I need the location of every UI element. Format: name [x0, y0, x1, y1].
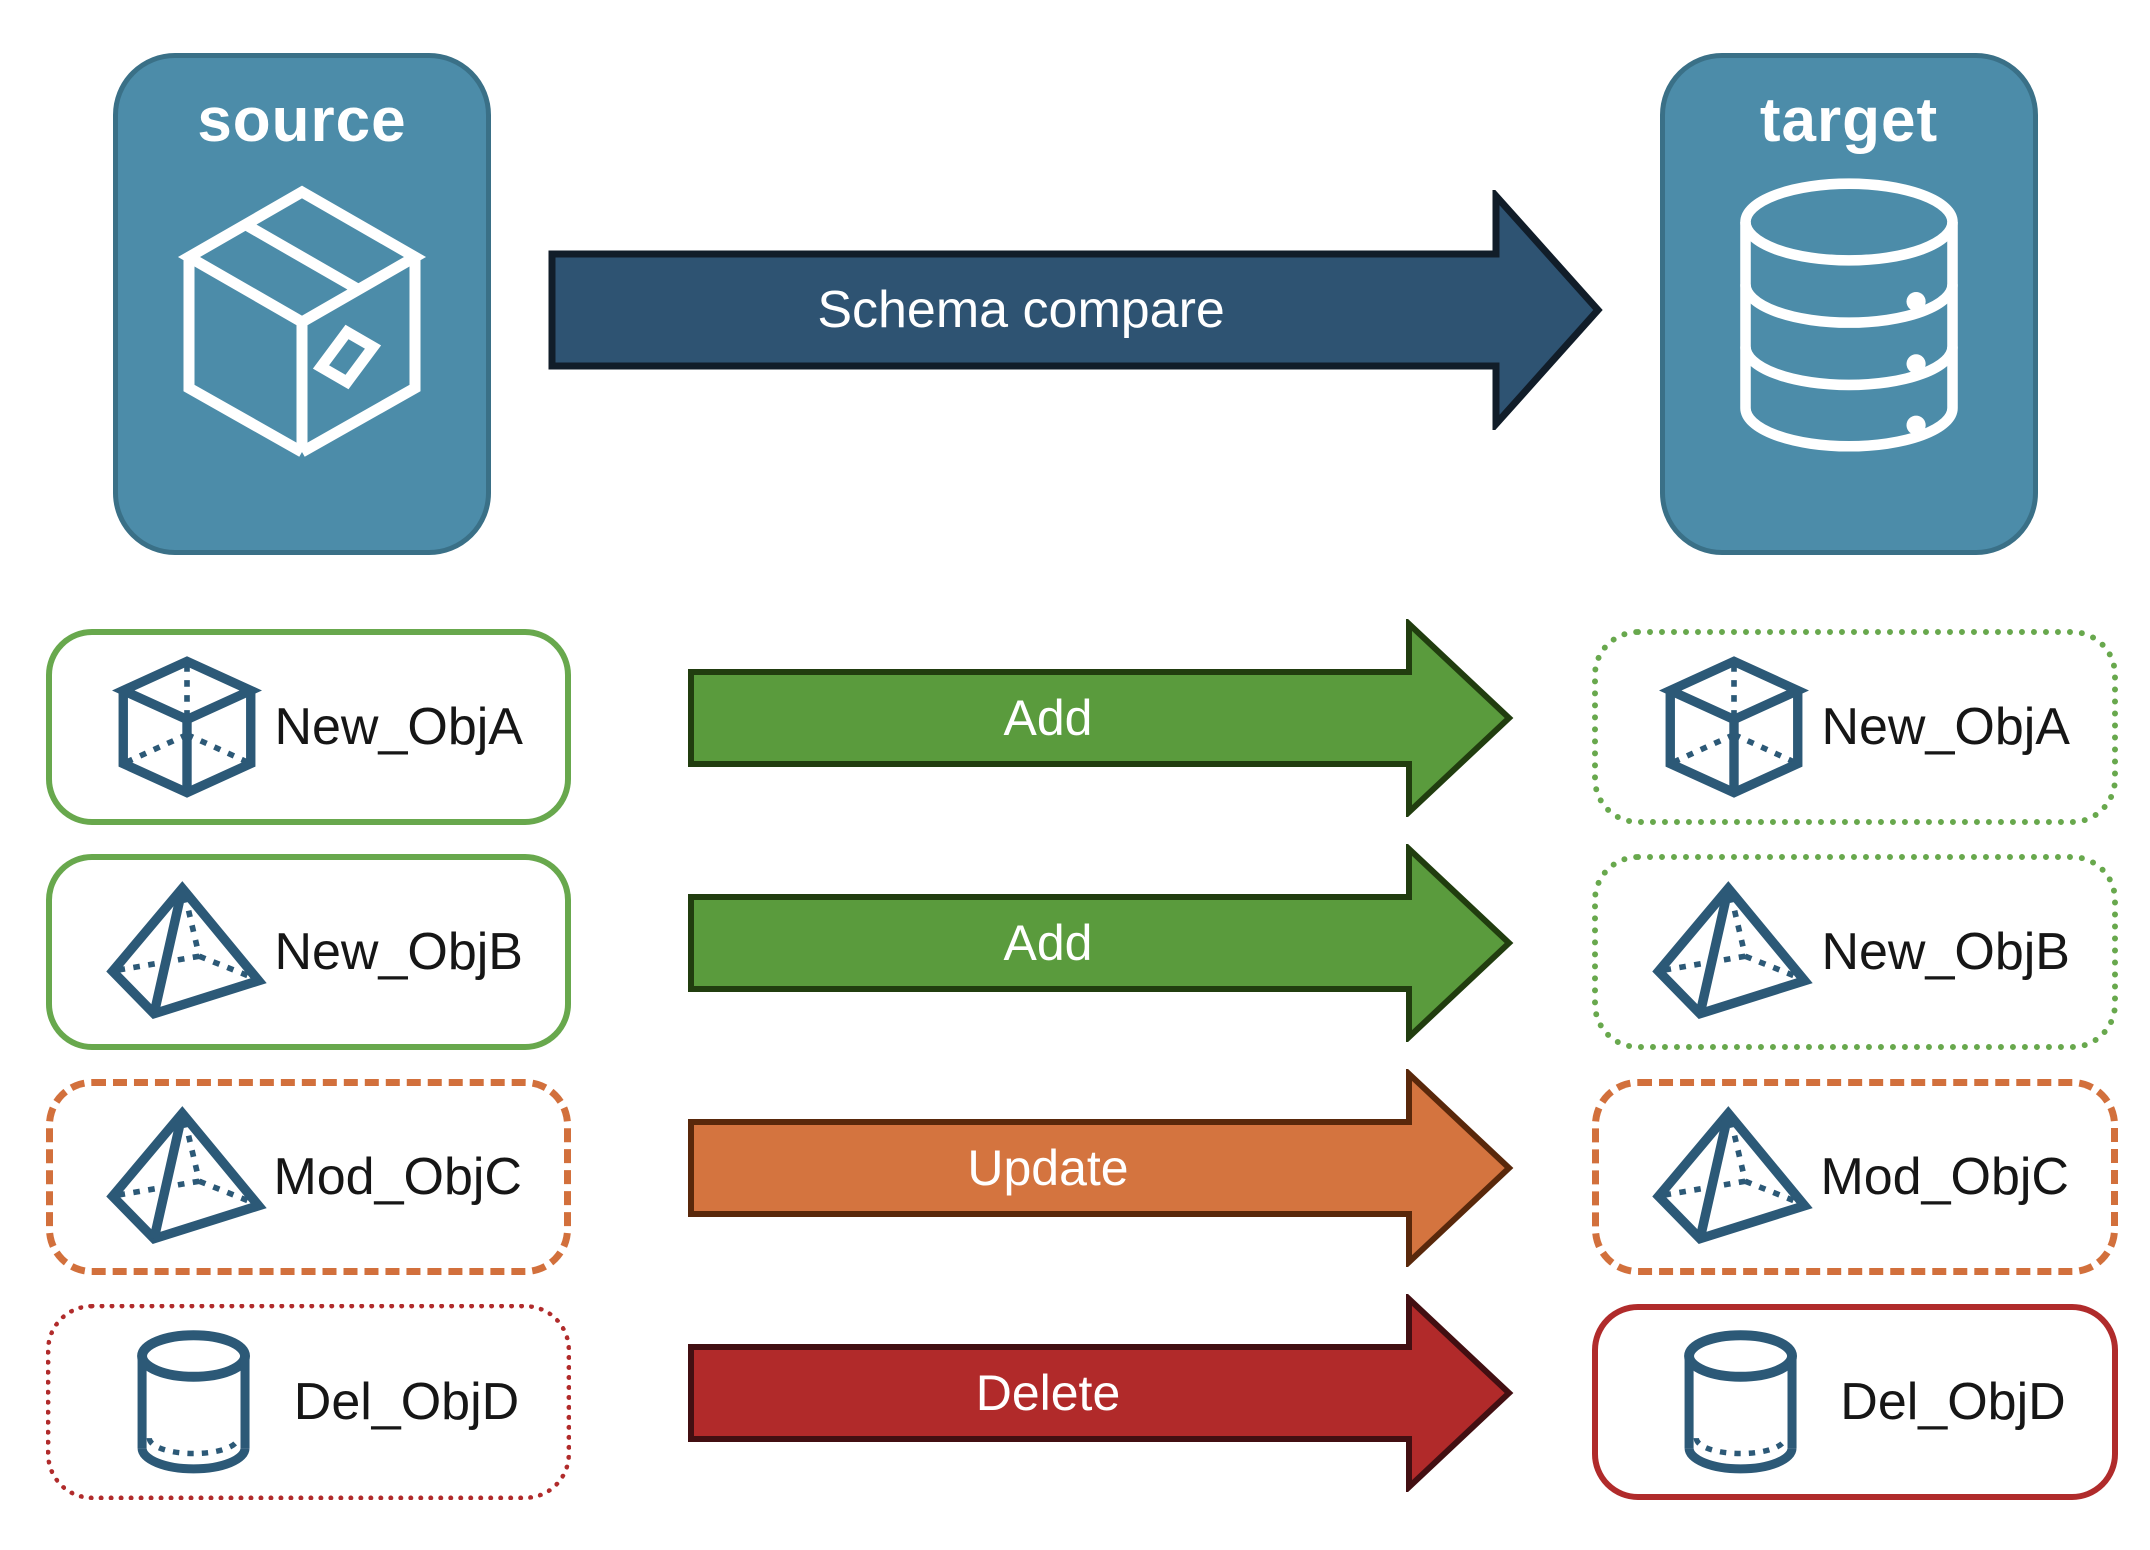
object-label: Mod_ObjC [1820, 1148, 2069, 1206]
target-object-new-objb: New_ObjB [1592, 854, 2118, 1050]
source-panel: source [113, 53, 491, 555]
target-object-new-obja: New_ObjA [1592, 629, 2118, 825]
object-label: Del_ObjD [1840, 1373, 2066, 1431]
source-object-del-objd: Del_ObjD [46, 1304, 571, 1500]
object-label: New_ObjB [274, 923, 523, 981]
target-panel-title: target [1759, 86, 1939, 155]
cube-icon [1646, 650, 1821, 805]
cube-icon [100, 650, 274, 805]
delete-arrow [688, 1294, 1514, 1492]
pyramid-icon [1646, 879, 1821, 1025]
add-arrow-row2 [688, 844, 1514, 1042]
update-arrow [688, 1069, 1514, 1267]
pyramid-icon [101, 1104, 273, 1250]
database-icon [1740, 178, 1958, 452]
source-panel-title: source [197, 86, 407, 155]
target-object-mod-objc: Mod_ObjC [1592, 1079, 2118, 1275]
add-arrow-row1 [688, 619, 1514, 817]
schema-compare-arrow [548, 190, 1603, 430]
object-label: Del_ObjD [293, 1373, 520, 1431]
target-panel: target [1660, 53, 2038, 555]
package-box-icon [177, 185, 427, 457]
target-object-del-objd: Del_ObjD [1592, 1304, 2118, 1500]
object-label: New_ObjB [1821, 923, 2070, 981]
source-object-mod-objc: Mod_ObjC [46, 1079, 571, 1275]
pyramid-icon [100, 879, 274, 1025]
cylinder-icon [1646, 1328, 1836, 1477]
source-object-new-obja: New_ObjA [46, 629, 571, 825]
pyramid-icon [1647, 1104, 1820, 1250]
cylinder-icon [99, 1328, 289, 1477]
source-object-new-objb: New_ObjB [46, 854, 571, 1050]
object-label: Mod_ObjC [273, 1148, 522, 1206]
object-label: New_ObjA [1821, 698, 2070, 756]
object-label: New_ObjA [274, 698, 523, 756]
